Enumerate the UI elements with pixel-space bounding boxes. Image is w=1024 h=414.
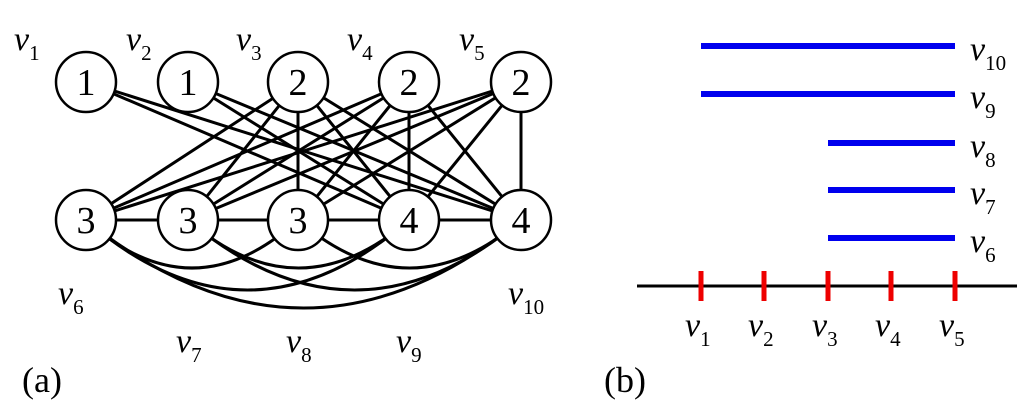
node-value: 2 (512, 62, 531, 104)
interval-label-2: v8 (970, 128, 996, 172)
panel-a-graph: 1 1 2 2 2 3 3 3 4 4 v1 v2 v3 v4 v5 v6 v7 v8 v9 v10 (a) (14, 21, 553, 400)
node-value: 1 (179, 62, 198, 104)
graph-node-v7: 3 (156, 188, 220, 252)
graph-edge-v5-v7 (187, 80, 522, 222)
node-value: 2 (289, 62, 308, 104)
node-name-v2: v2 (126, 21, 152, 65)
graph-node-v4: 2 (377, 50, 441, 114)
graph-node-v10: 4 (489, 188, 553, 252)
axis-tick-label-3: v4 (875, 307, 901, 351)
node-value: 3 (179, 200, 198, 242)
node-value: 4 (512, 200, 531, 242)
graph-node-v8: 3 (266, 188, 330, 252)
interval-label-1: v9 (970, 79, 996, 123)
node-name-v1: v1 (14, 21, 40, 65)
panel-b-label: (b) (604, 360, 646, 400)
node-value: 3 (77, 200, 96, 242)
interval-label-4: v6 (970, 223, 996, 267)
axis-tick-label-0: v1 (685, 307, 711, 351)
graph-edge-v4-v7 (187, 80, 410, 222)
node-name-v10: v10 (508, 275, 544, 319)
graph-node-v1: 1 (54, 50, 118, 114)
axis-tick-label-2: v3 (812, 307, 838, 351)
node-value: 2 (400, 62, 419, 104)
node-circle (266, 188, 330, 252)
node-value: 1 (77, 62, 96, 104)
graph-edge-v3-v6 (85, 80, 299, 222)
node-name-v6: v6 (58, 275, 84, 319)
node-circle (489, 188, 553, 252)
interval-label-3: v7 (970, 175, 996, 219)
node-name-v8: v8 (286, 323, 312, 367)
graph-node-v5: 2 (489, 50, 553, 114)
graph-node-v6: 3 (54, 188, 118, 252)
graph-node-v2: 1 (156, 50, 220, 114)
node-value: 4 (400, 200, 419, 242)
graph-node-labels: v1 v2 v3 v4 v5 v6 v7 v8 v9 v10 (14, 21, 544, 367)
axis-tick-label-1: v2 (748, 307, 774, 351)
node-circle (377, 188, 441, 252)
graph-edge-v4-v6 (85, 80, 410, 222)
node-value: 3 (289, 200, 308, 242)
graph-node-v3: 2 (266, 50, 330, 114)
node-circle (266, 50, 330, 114)
node-circle (156, 50, 220, 114)
node-circle (54, 50, 118, 114)
axis-tick-label-4: v5 (939, 307, 965, 351)
graph-edge-v6-v10 (85, 218, 522, 310)
panel-a-label: (a) (22, 360, 62, 400)
graph-edge-v5-v6 (85, 80, 522, 222)
node-name-v9: v9 (396, 323, 422, 367)
node-name-v3: v3 (236, 21, 262, 65)
graph-node-v9: 4 (377, 188, 441, 252)
node-circle (54, 188, 118, 252)
node-circle (156, 188, 220, 252)
graph-nodes: 1 1 2 2 2 3 3 3 4 4 (54, 50, 553, 252)
interval-label-0: v10 (970, 31, 1006, 75)
node-name-v5: v5 (459, 21, 485, 65)
node-name-v4: v4 (347, 21, 373, 65)
axis-ticks: v1 v2 v3 v4 v5 (685, 271, 965, 351)
node-name-v7: v7 (176, 323, 202, 367)
graph-edge-v5-v8 (297, 80, 522, 222)
node-circle (377, 50, 441, 114)
node-circle (489, 50, 553, 114)
